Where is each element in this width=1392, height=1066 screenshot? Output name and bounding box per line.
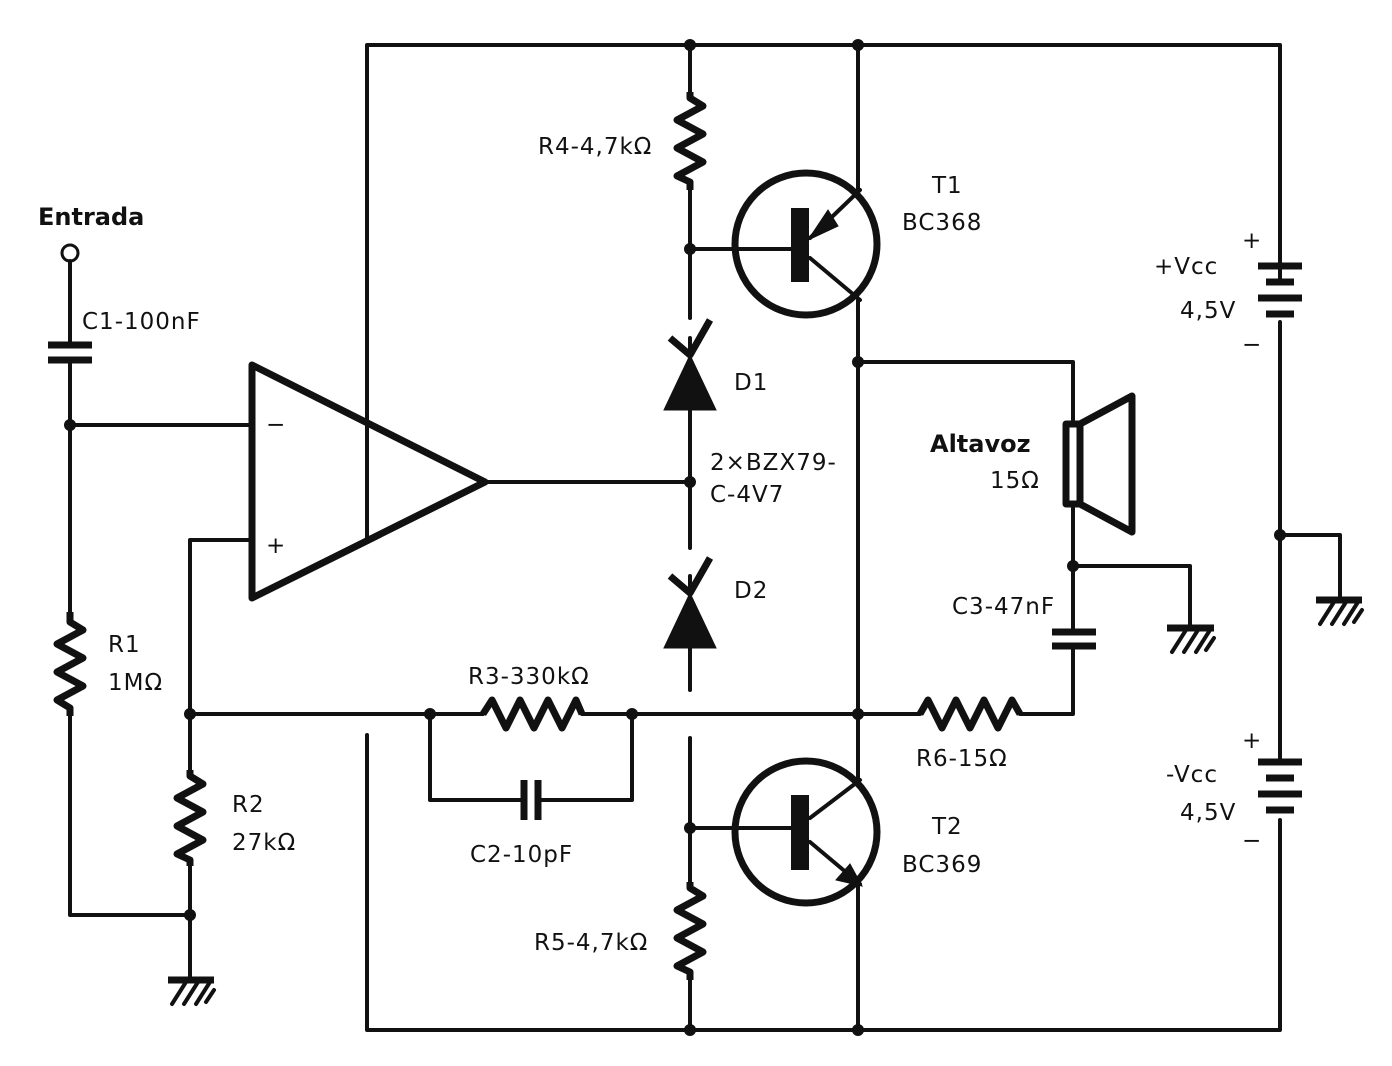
zener-type-line1: 2×BZX79- xyxy=(710,450,837,476)
resistor-r5 xyxy=(673,882,707,980)
c3-label: C3-47nF xyxy=(952,594,1055,620)
r3-label: R3-330kΩ xyxy=(468,664,590,690)
resistor-r1 xyxy=(53,612,87,716)
r1-value-label: 1MΩ xyxy=(108,670,163,696)
transistor-t2 xyxy=(731,757,881,907)
top-rail xyxy=(365,43,1282,542)
zener-diode-d2 xyxy=(663,556,717,649)
c1-label: C1-100nF xyxy=(82,309,201,335)
battery-vcc-negative xyxy=(1258,758,1302,814)
wire-battery-ground xyxy=(1278,533,1342,600)
opamp-minus-label: − xyxy=(266,412,286,438)
ground-icon xyxy=(168,976,216,1006)
c2-label: C2-10pF xyxy=(470,842,573,868)
r4-label: R4-4,7kΩ xyxy=(538,134,652,160)
input-terminal xyxy=(60,243,80,345)
vcc-negative-label: -Vcc xyxy=(1166,762,1218,788)
speaker-name-label: Altavoz xyxy=(930,430,1031,458)
battery1-plus-label: + xyxy=(1242,228,1262,254)
vcc-positive-label: +Vcc xyxy=(1154,254,1218,280)
resistor-r4 xyxy=(673,92,707,190)
resistor-r2 xyxy=(173,770,207,866)
speaker-value-label: 15Ω xyxy=(990,468,1040,494)
r1-name-label: R1 xyxy=(108,632,141,658)
speaker-icon xyxy=(1062,392,1136,536)
resistor-r3 xyxy=(480,696,586,732)
zener-type-line2: C-4V7 xyxy=(710,482,784,508)
capacitor-c2 xyxy=(520,780,542,820)
zener-diode-d1 xyxy=(663,318,717,411)
ground-icon xyxy=(1167,624,1216,654)
op-amp: − + xyxy=(248,361,489,602)
battery1-minus-label: − xyxy=(1242,332,1262,358)
vcc-negative-value: 4,5V xyxy=(1180,800,1236,826)
capacitor-c3 xyxy=(1052,628,1096,650)
wire-to-speaker xyxy=(856,360,1075,422)
junction-dots xyxy=(64,39,1286,1036)
wire-c3-to-r6 xyxy=(1018,646,1075,716)
wire-speaker-ground xyxy=(1071,564,1192,627)
ground-icon xyxy=(1316,596,1364,626)
bottom-rail xyxy=(365,733,1282,1032)
d1-label: D1 xyxy=(734,370,768,396)
t2-part-label: BC369 xyxy=(902,852,982,878)
r6-label: R6-15Ω xyxy=(916,746,1008,772)
wire-r1-to-ground xyxy=(68,714,192,917)
battery-vcc-positive xyxy=(1258,262,1302,318)
wire-noninverting-input xyxy=(188,538,252,772)
opamp-plus-label: + xyxy=(266,533,286,559)
wire-c2-right xyxy=(538,712,634,802)
capacitor-c1 xyxy=(48,341,92,364)
transistor-t1 xyxy=(731,169,881,319)
input-label: Entrada xyxy=(38,203,144,231)
battery2-minus-label: − xyxy=(1242,828,1262,854)
t1-name-label: T1 xyxy=(931,173,963,199)
wire-c2-left xyxy=(428,712,524,802)
r5-label: R5-4,7kΩ xyxy=(534,930,648,956)
battery2-plus-label: + xyxy=(1242,728,1262,754)
r2-value-label: 27kΩ xyxy=(232,830,296,856)
r2-name-label: R2 xyxy=(232,792,265,818)
resistor-r6 xyxy=(916,696,1024,732)
vcc-positive-value: 4,5V xyxy=(1180,298,1236,324)
t1-part-label: BC368 xyxy=(902,210,982,236)
t2-name-label: T2 xyxy=(931,814,963,840)
d2-label: D2 xyxy=(734,578,768,604)
